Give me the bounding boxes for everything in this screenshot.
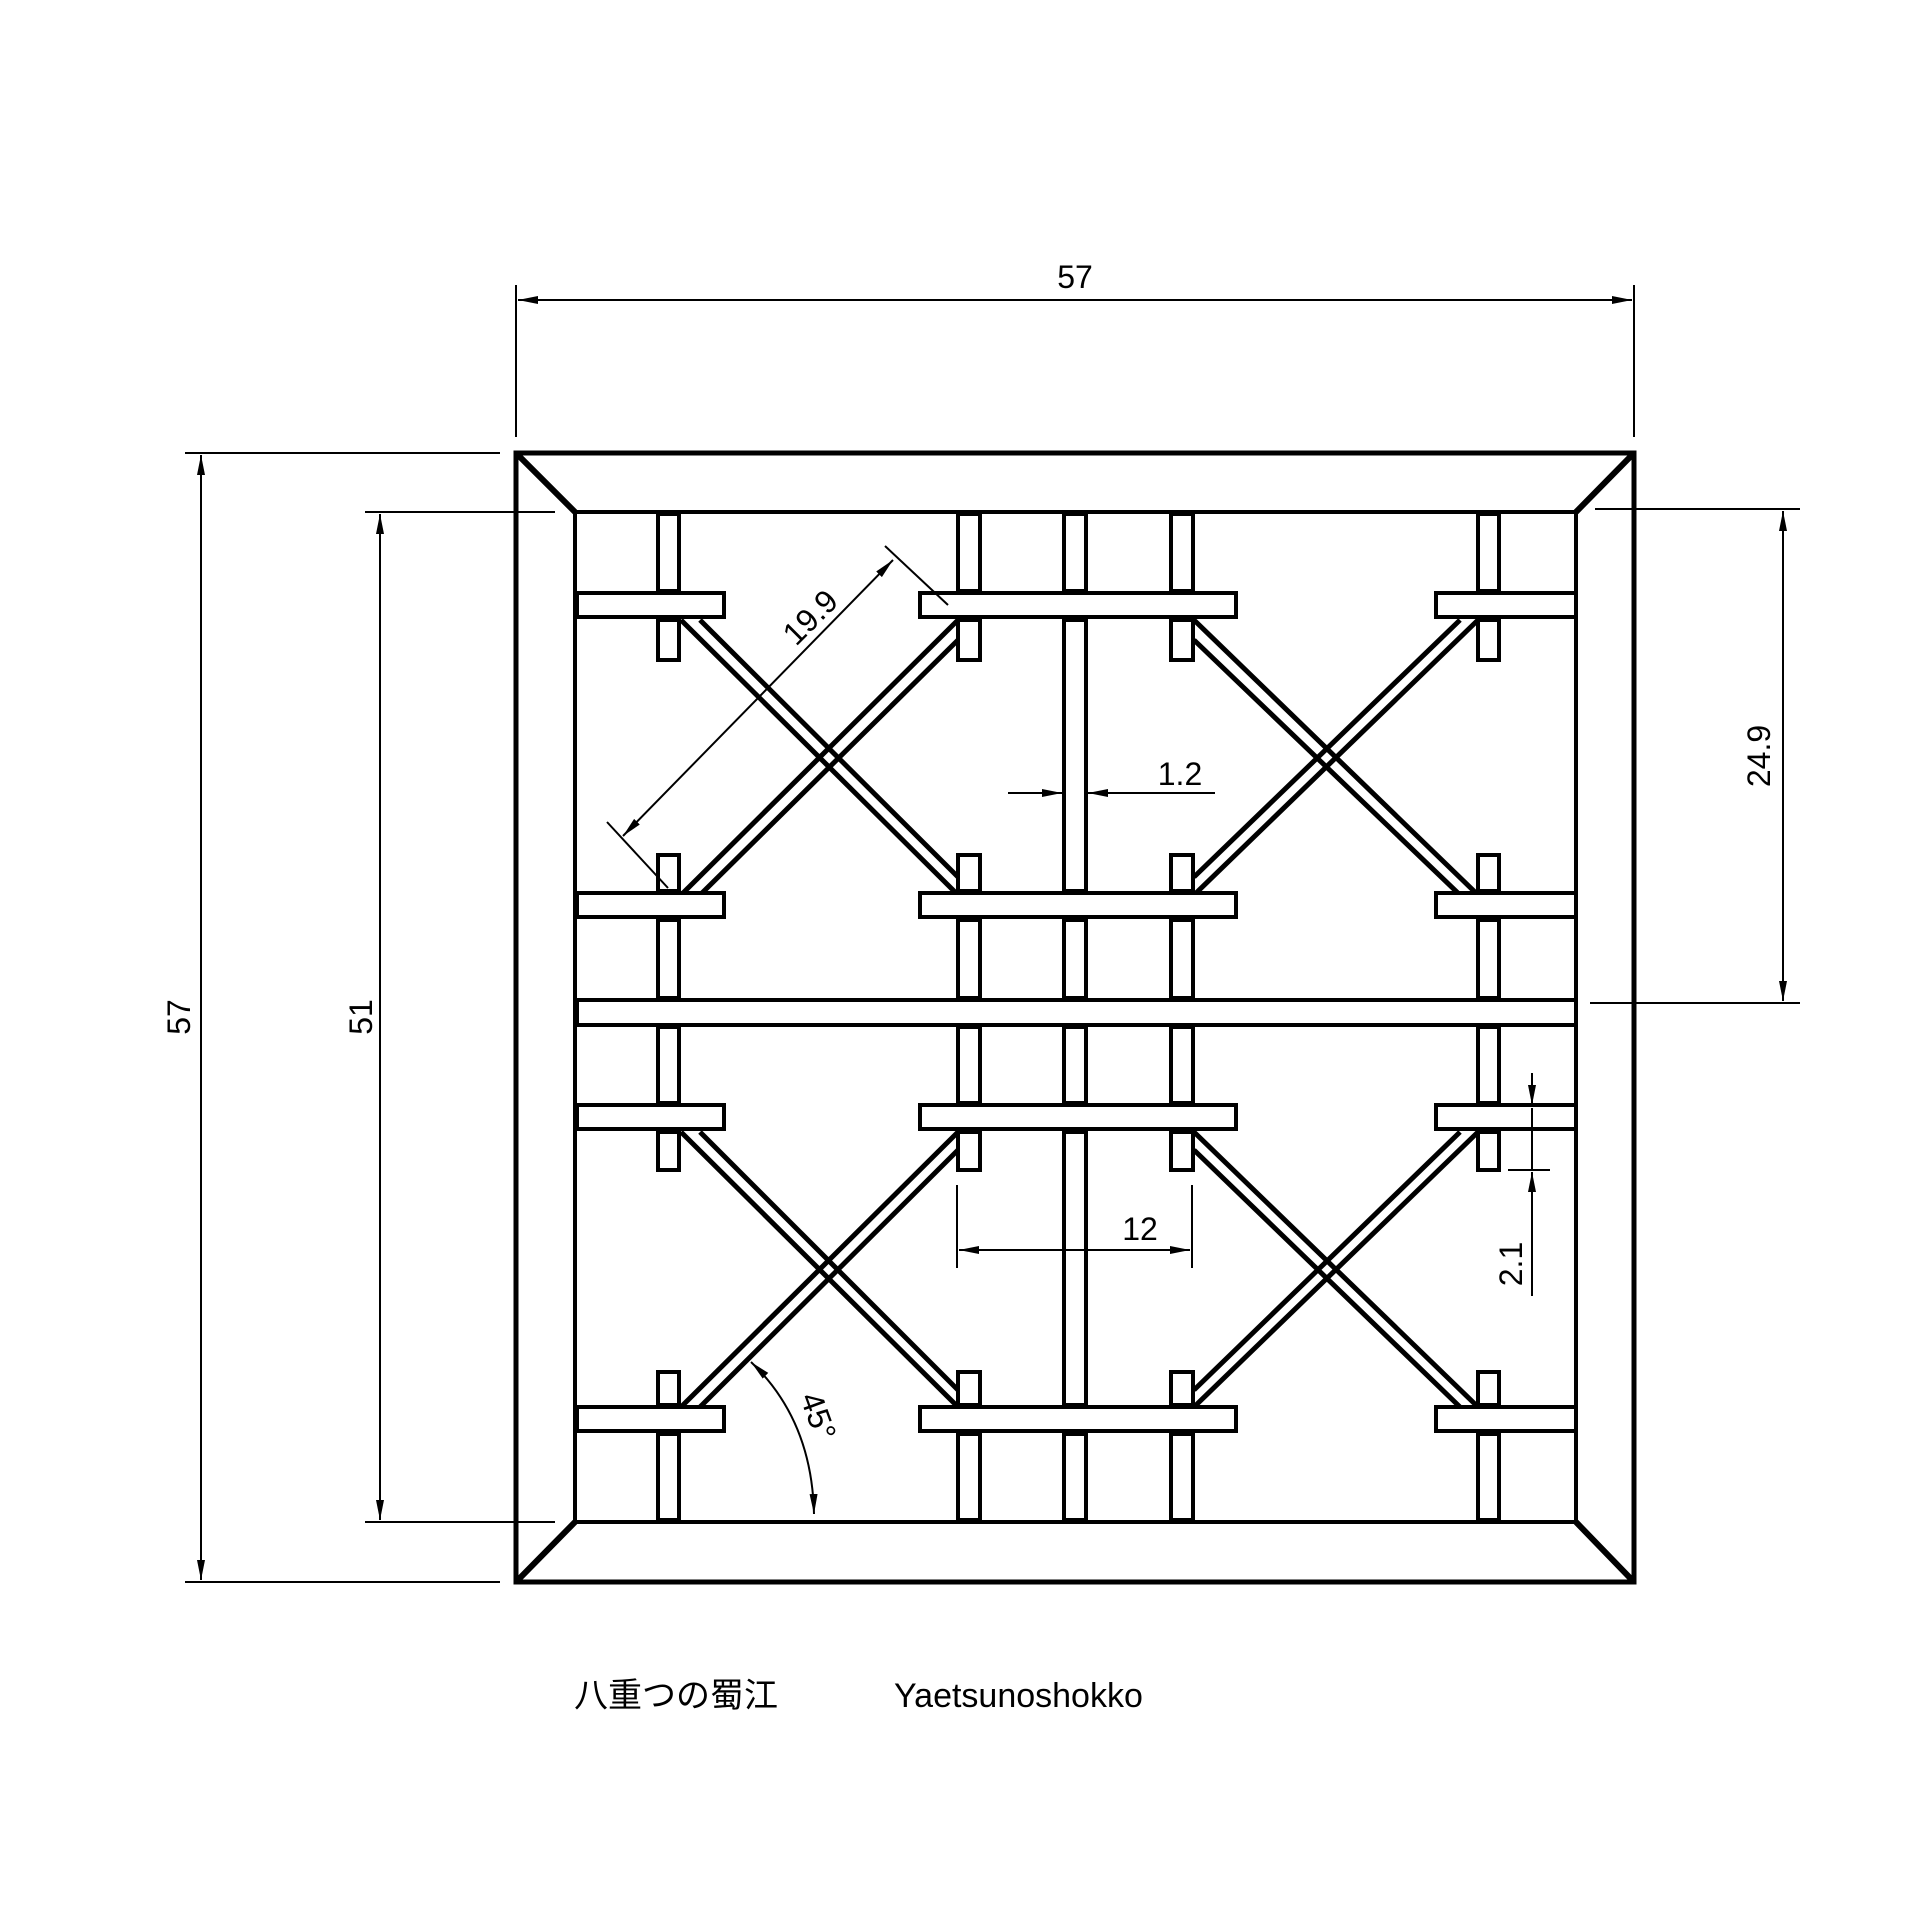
dim-label-overall-height: 57 xyxy=(161,999,197,1035)
dim-label-overall-width: 57 xyxy=(1057,259,1093,295)
dim-overall-height xyxy=(185,452,500,1583)
dim-label-rail-width: 2.1 xyxy=(1493,1242,1529,1286)
dim-angle xyxy=(750,1361,818,1515)
dim-inner-height xyxy=(365,511,555,1523)
dim-label-half-height: 24.9 xyxy=(1741,725,1777,787)
caption-japanese-title: 八重つの蜀江 xyxy=(574,1677,778,1715)
dim-rail-width xyxy=(1508,1073,1550,1296)
dim-half-height xyxy=(1590,508,1800,1004)
caption-english-title: Yaetsunoshokko xyxy=(894,1677,1143,1715)
dim-label-diagonal-length: 19.9 xyxy=(775,582,844,651)
dim-stub-spacing xyxy=(956,1185,1193,1268)
dim-label-bar-width: 1.2 xyxy=(1158,756,1202,792)
dim-overall-width xyxy=(515,285,1635,437)
dim-diagonal-length xyxy=(606,545,949,889)
dim-label-stub-spacing: 12 xyxy=(1122,1211,1158,1247)
dim-label-inner-height: 51 xyxy=(343,999,379,1035)
